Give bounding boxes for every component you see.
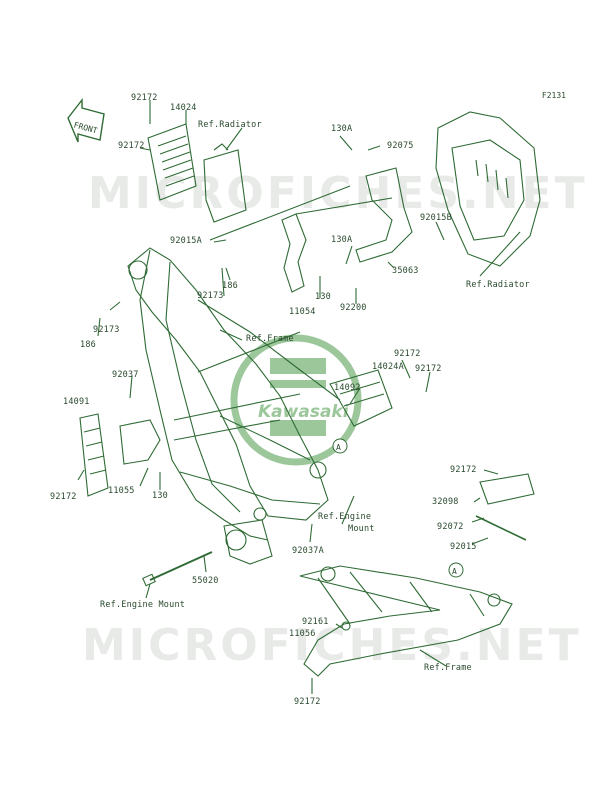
part-label: 92172 [118,141,145,151]
part-label: 14091 [63,397,90,407]
part-label: 92172 [294,697,321,707]
part-label: 14092 [334,383,361,393]
part-label: 186 [222,281,238,291]
sub-frame [299,565,513,677]
part-label: 92015B [420,213,452,223]
part-label: 92037 [112,370,139,380]
part-label: 11055 [108,486,135,496]
part-label: 11054 [289,307,316,317]
bracket-11055 [119,419,161,465]
ref-marker-a-top: A [332,438,348,454]
part-label: 92173 [93,325,120,335]
radiator-shroud-left [147,123,197,201]
figure-code: F2131 [541,91,566,100]
main-frame [127,247,329,521]
part-label: 92075 [387,141,414,151]
part-label: 130A [331,235,353,245]
part-label: 92172 [50,492,77,502]
frame-guard-14092 [329,369,393,427]
part-label: 130 [315,292,331,302]
radiator-shroud-right [435,111,541,267]
part-label: 92015A [170,236,202,246]
svg-text:A: A [452,567,457,576]
part-label: 92015 [450,542,477,552]
frame-guard-14091 [79,413,109,497]
bracket-35063 [355,167,413,263]
ref-label: Ref.Engine Mount [100,600,186,610]
logo-text: Kawasaki [258,402,350,422]
kawasaki-logo: Kawasaki [230,334,362,466]
part-label: 32098 [432,497,459,507]
ref-label: Ref.Radiator [198,120,262,130]
ref-marker-a-bottom: A [448,562,464,578]
part-label: 92161 [302,617,329,627]
bolt-55020 [149,551,213,581]
ref-label: Ref.Radiator [466,280,530,290]
ref-label: Ref.Frame [246,334,294,344]
part-label: 130 [152,491,168,501]
part-label: 92072 [437,522,464,532]
part-label: 92172 [131,93,158,103]
part-label: 92173 [197,291,224,301]
part-label: 130A [331,124,353,134]
watermark-bottom: MICROFICHES.NET [82,620,582,671]
part-label: 92172 [415,364,442,374]
svg-text:A: A [336,443,341,452]
part-label: 92037A [292,546,324,556]
part-label: 92172 [394,349,421,359]
ref-label: Ref.Engine [318,512,372,522]
guard-32098 [479,473,535,505]
part-label: 186 [80,340,96,350]
ref-label: Mount [348,524,375,534]
engine-mount-bracket [223,519,273,565]
part-label: 92172 [450,465,477,475]
part-label: 14024A [372,362,404,372]
bracket-11054 [281,213,307,293]
ref-label: Ref.Frame [424,663,472,673]
part-label: 92200 [340,303,367,313]
part-label: 11056 [289,629,316,639]
reservoir-tank [203,149,247,223]
part-label: 35063 [392,266,419,276]
part-label: 14024 [170,103,197,113]
front-arrow-icon: FRONT [67,97,105,143]
part-label: 55020 [192,576,219,586]
